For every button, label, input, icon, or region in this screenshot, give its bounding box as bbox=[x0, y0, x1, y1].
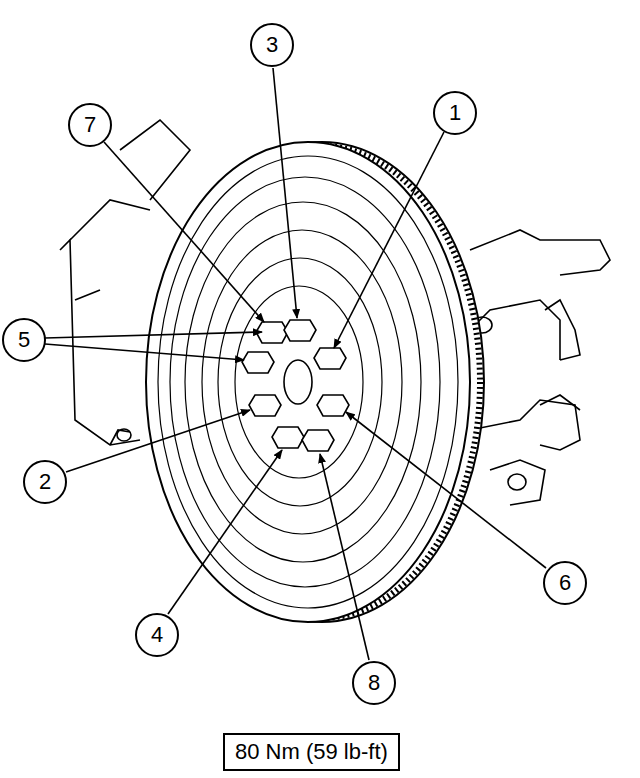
callout-number: 6 bbox=[559, 572, 571, 594]
callout-number: 8 bbox=[368, 672, 380, 694]
callout-circle: 4 bbox=[135, 613, 179, 657]
callout-circle: 2 bbox=[23, 460, 67, 504]
flywheel bbox=[146, 142, 484, 622]
flywheel-bolts bbox=[242, 320, 349, 451]
callout-circle: 8 bbox=[352, 661, 396, 705]
callout-circle: 6 bbox=[543, 561, 587, 605]
torque-value: 80 Nm (59 lb-ft) bbox=[235, 739, 388, 764]
leader-lines bbox=[45, 68, 546, 660]
torque-spec-box: 80 Nm (59 lb-ft) bbox=[223, 733, 400, 771]
callout-number: 3 bbox=[266, 34, 278, 56]
callout-circle: 1 bbox=[433, 91, 477, 135]
callout-circle: 3 bbox=[250, 23, 294, 67]
callout-circle: 5 bbox=[2, 318, 46, 362]
callout-circle: 7 bbox=[68, 103, 112, 147]
callout-number: 1 bbox=[449, 102, 461, 124]
callout-number: 7 bbox=[84, 114, 96, 136]
callout-number: 4 bbox=[151, 624, 163, 646]
callout-number: 2 bbox=[39, 471, 51, 493]
callout-number: 5 bbox=[18, 329, 30, 351]
